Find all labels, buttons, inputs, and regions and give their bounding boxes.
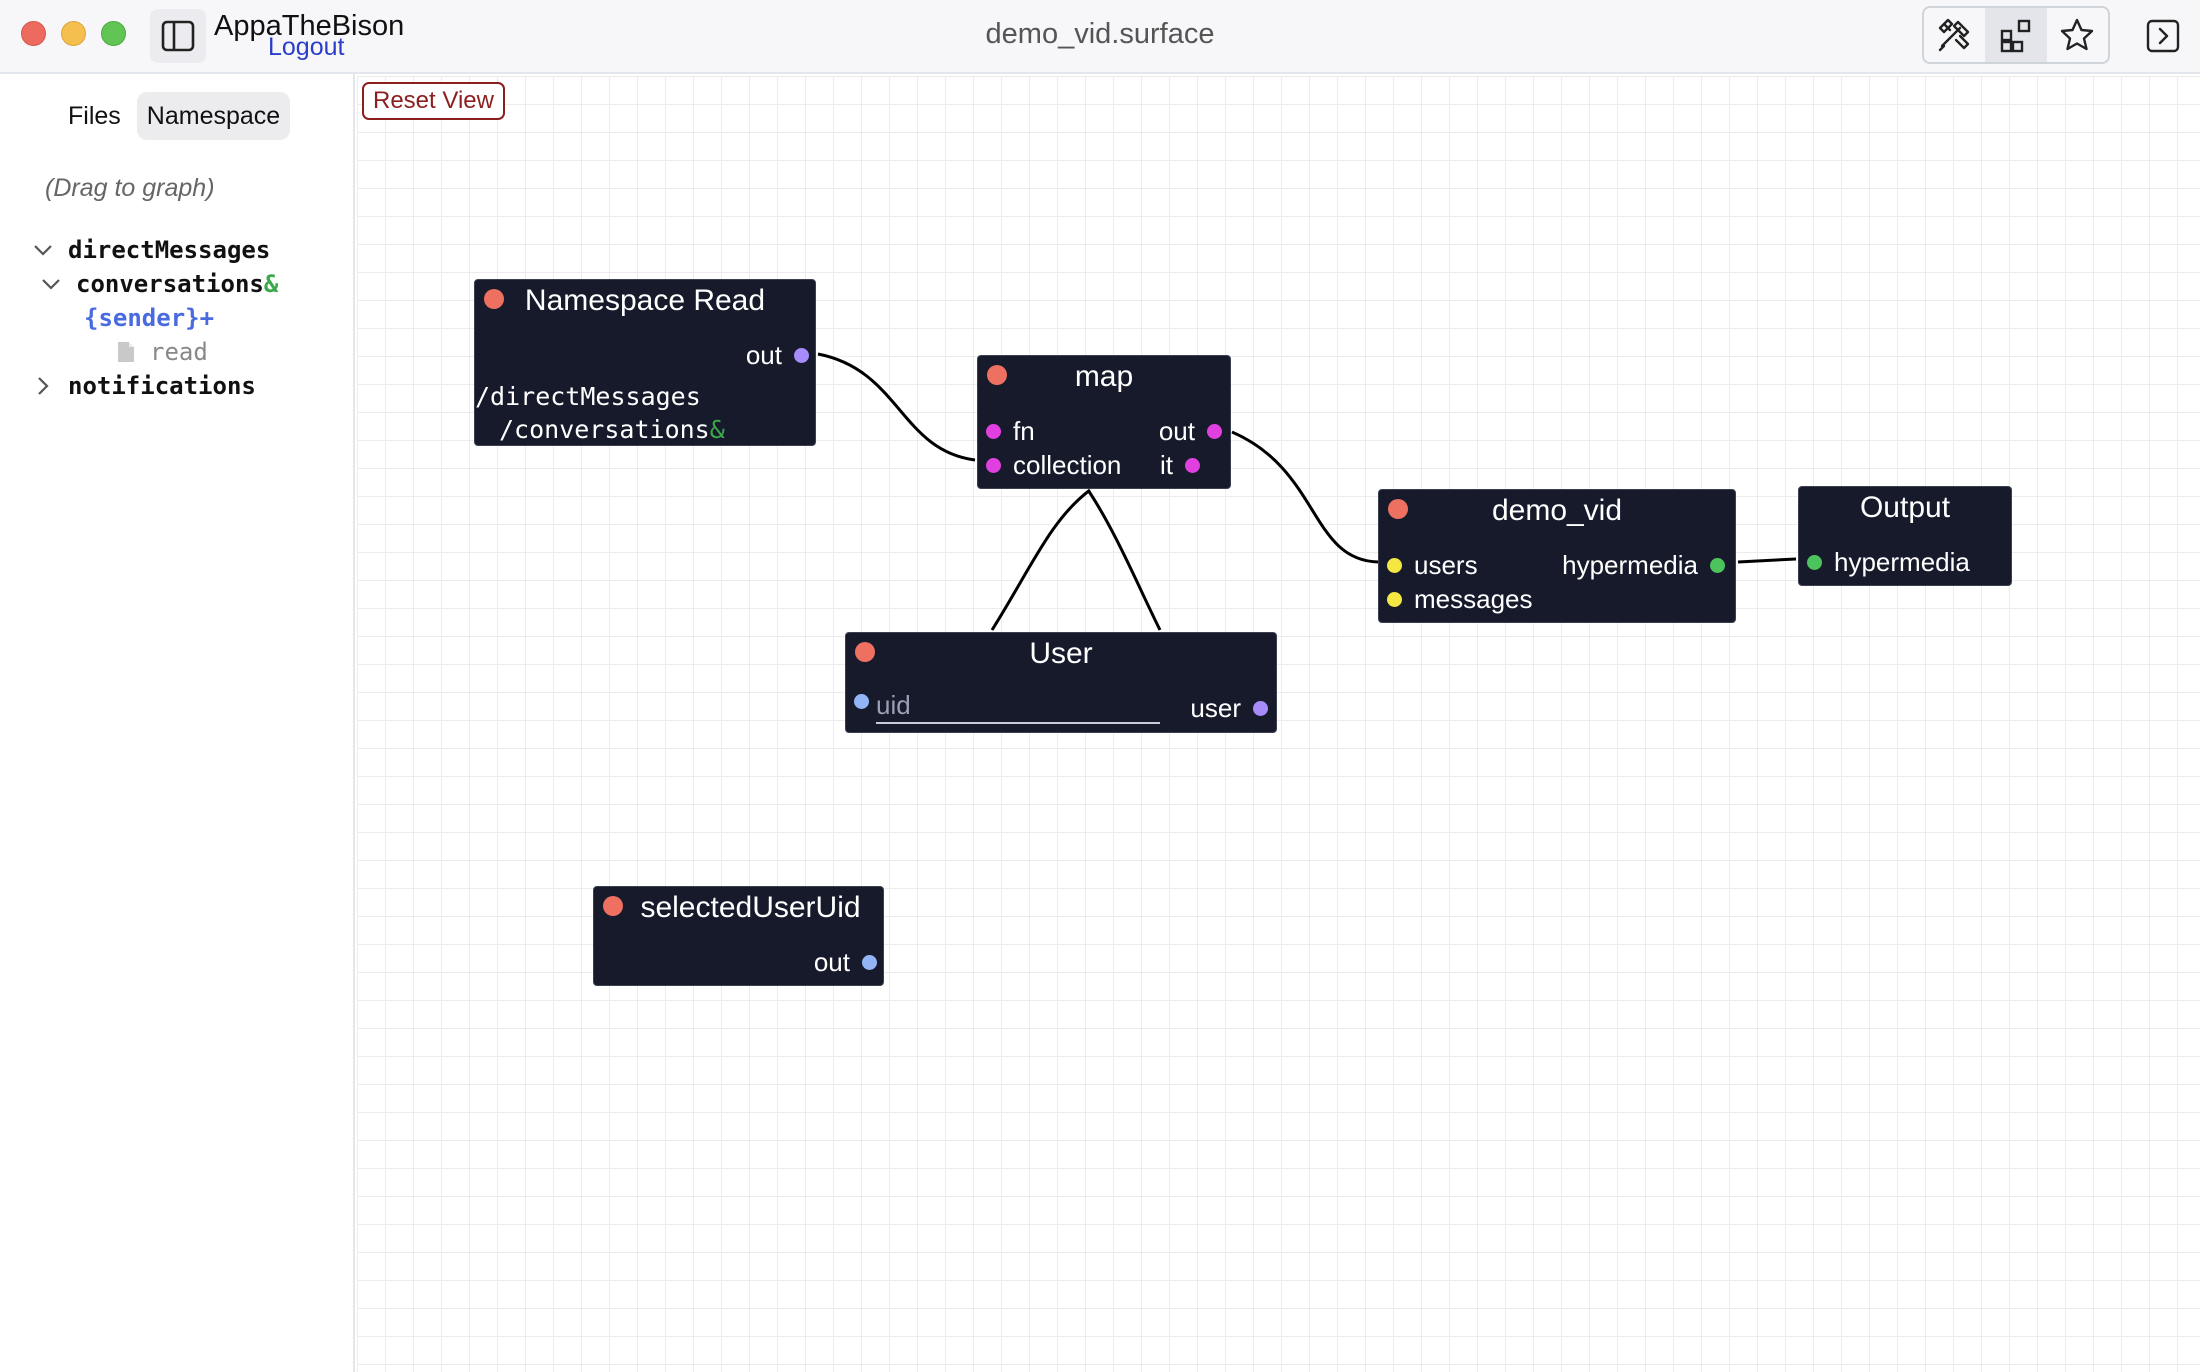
tree-item-label: read xyxy=(150,338,208,366)
node-title: selectedUserUid xyxy=(640,891,861,924)
favorite-button[interactable] xyxy=(2047,8,2108,62)
node-map[interactable]: map fn collection out it xyxy=(977,355,1231,489)
port-label: fn xyxy=(1013,416,1035,446)
port-label: out xyxy=(745,340,782,370)
tree-item-sender[interactable]: {sender}+ xyxy=(84,304,214,332)
title-bar: AppaTheBison Logout demo_vid.surface xyxy=(0,0,2200,74)
port-user[interactable]: user xyxy=(1190,693,1268,724)
collection-suffix: & xyxy=(709,415,725,444)
port-pin[interactable] xyxy=(986,424,1001,439)
namespace-path-line2: /conversations& xyxy=(475,413,725,446)
port-pin[interactable] xyxy=(1253,701,1268,716)
node-title: User xyxy=(1029,637,1093,670)
port-it[interactable]: it xyxy=(1160,450,1200,481)
namespace-path-line: /directMessages xyxy=(475,382,701,411)
port-label: out xyxy=(813,947,850,977)
toolbar-group xyxy=(1922,6,2110,64)
user-name: AppaTheBison xyxy=(214,10,405,42)
collection-suffix: & xyxy=(263,270,279,298)
tree-item-label: {sender} xyxy=(84,304,200,332)
port-fn[interactable]: fn xyxy=(986,416,1035,447)
node-output[interactable]: Output hypermedia xyxy=(1798,486,2012,586)
port-label: hypermedia xyxy=(1834,547,1970,577)
node-status-dot xyxy=(484,289,504,309)
namespace-path-segment: /conversations xyxy=(499,415,710,444)
node-status-dot xyxy=(603,896,623,916)
port-pin[interactable] xyxy=(1185,458,1200,473)
maximize-window-button[interactable] xyxy=(101,21,126,46)
file-icon xyxy=(116,340,136,364)
star-icon xyxy=(2061,18,2094,51)
node-title: map xyxy=(1074,360,1134,393)
logout-link[interactable]: Logout xyxy=(268,33,345,61)
tree-item-notifications[interactable]: notifications xyxy=(32,372,256,400)
port-label: hypermedia xyxy=(1562,550,1698,580)
node-title: Namespace Read xyxy=(524,284,766,317)
sidebar-icon xyxy=(161,20,195,52)
sidebar: Files Namespace (Drag to graph) directMe… xyxy=(0,74,355,1372)
node-layout-icon xyxy=(2000,19,2031,53)
port-pin[interactable] xyxy=(1387,558,1402,573)
uid-input[interactable] xyxy=(876,689,1160,724)
graph-canvas[interactable] xyxy=(357,76,2200,1372)
port-label: out xyxy=(1158,416,1195,446)
port-pin[interactable] xyxy=(794,348,809,363)
port-pin[interactable] xyxy=(1387,592,1402,607)
node-demo-vid[interactable]: demo_vid users messages hypermedia xyxy=(1378,489,1736,623)
chevron-right-icon[interactable] xyxy=(32,375,54,397)
node-status-dot xyxy=(987,365,1007,385)
tree-item-conversations[interactable]: conversations& xyxy=(40,270,278,298)
tab-files[interactable]: Files xyxy=(68,102,121,130)
port-out[interactable]: out xyxy=(746,340,809,371)
node-status-dot xyxy=(855,642,875,662)
minimize-window-button[interactable] xyxy=(61,21,86,46)
node-namespace-read[interactable]: Namespace Read out /directMessages /conv… xyxy=(474,279,816,446)
tree-item-read[interactable]: read xyxy=(116,338,208,366)
port-pin[interactable] xyxy=(1807,555,1822,570)
chevron-down-icon[interactable] xyxy=(40,273,62,295)
drag-hint: (Drag to graph) xyxy=(45,174,215,202)
port-out[interactable]: out xyxy=(1159,416,1222,447)
port-messages[interactable]: messages xyxy=(1387,584,1533,615)
port-pin[interactable] xyxy=(854,694,869,709)
panel-expand-icon xyxy=(2146,19,2180,53)
node-layout-button[interactable] xyxy=(1985,8,2047,62)
node-title: demo_vid xyxy=(1491,494,1623,527)
port-hypermedia[interactable]: hypermedia xyxy=(1807,547,1970,578)
sidebar-toggle-button[interactable] xyxy=(150,9,206,63)
port-collection[interactable]: collection xyxy=(986,450,1121,481)
node-selected-user-uid[interactable]: selectedUserUid out xyxy=(593,886,884,986)
port-label: users xyxy=(1414,550,1478,580)
namespace-path: /directMessages /conversations& xyxy=(475,380,725,446)
tools-icon xyxy=(1938,18,1969,52)
port-hypermedia[interactable]: hypermedia xyxy=(1562,550,1725,581)
node-title: Output xyxy=(1859,491,1951,524)
tree-item-label: directMessages xyxy=(68,236,271,264)
port-pin[interactable] xyxy=(986,458,1001,473)
port-pin[interactable] xyxy=(1710,558,1725,573)
tools-button[interactable] xyxy=(1924,8,1985,62)
port-pin[interactable] xyxy=(862,955,877,970)
right-panel-toggle-button[interactable] xyxy=(2140,13,2186,59)
tree-item-directmessages[interactable]: directMessages xyxy=(32,236,270,264)
close-window-button[interactable] xyxy=(21,21,46,46)
port-label: it xyxy=(1160,450,1173,480)
param-suffix: + xyxy=(199,304,215,332)
port-label: messages xyxy=(1414,584,1533,614)
sidebar-tabs: Files Namespace xyxy=(58,92,291,140)
tree-item-label: notifications xyxy=(68,372,256,400)
port-pin[interactable] xyxy=(1207,424,1222,439)
node-status-dot xyxy=(1388,499,1408,519)
port-label: collection xyxy=(1013,450,1122,480)
chevron-down-icon[interactable] xyxy=(32,239,54,261)
port-users[interactable]: users xyxy=(1387,550,1478,581)
reset-view-button[interactable]: Reset View xyxy=(362,82,505,120)
port-label: user xyxy=(1190,693,1241,723)
tree-item-label: conversations xyxy=(76,270,264,298)
tab-namespace[interactable]: Namespace xyxy=(136,92,291,140)
port-out[interactable]: out xyxy=(814,947,877,978)
port-uid[interactable] xyxy=(854,694,869,709)
